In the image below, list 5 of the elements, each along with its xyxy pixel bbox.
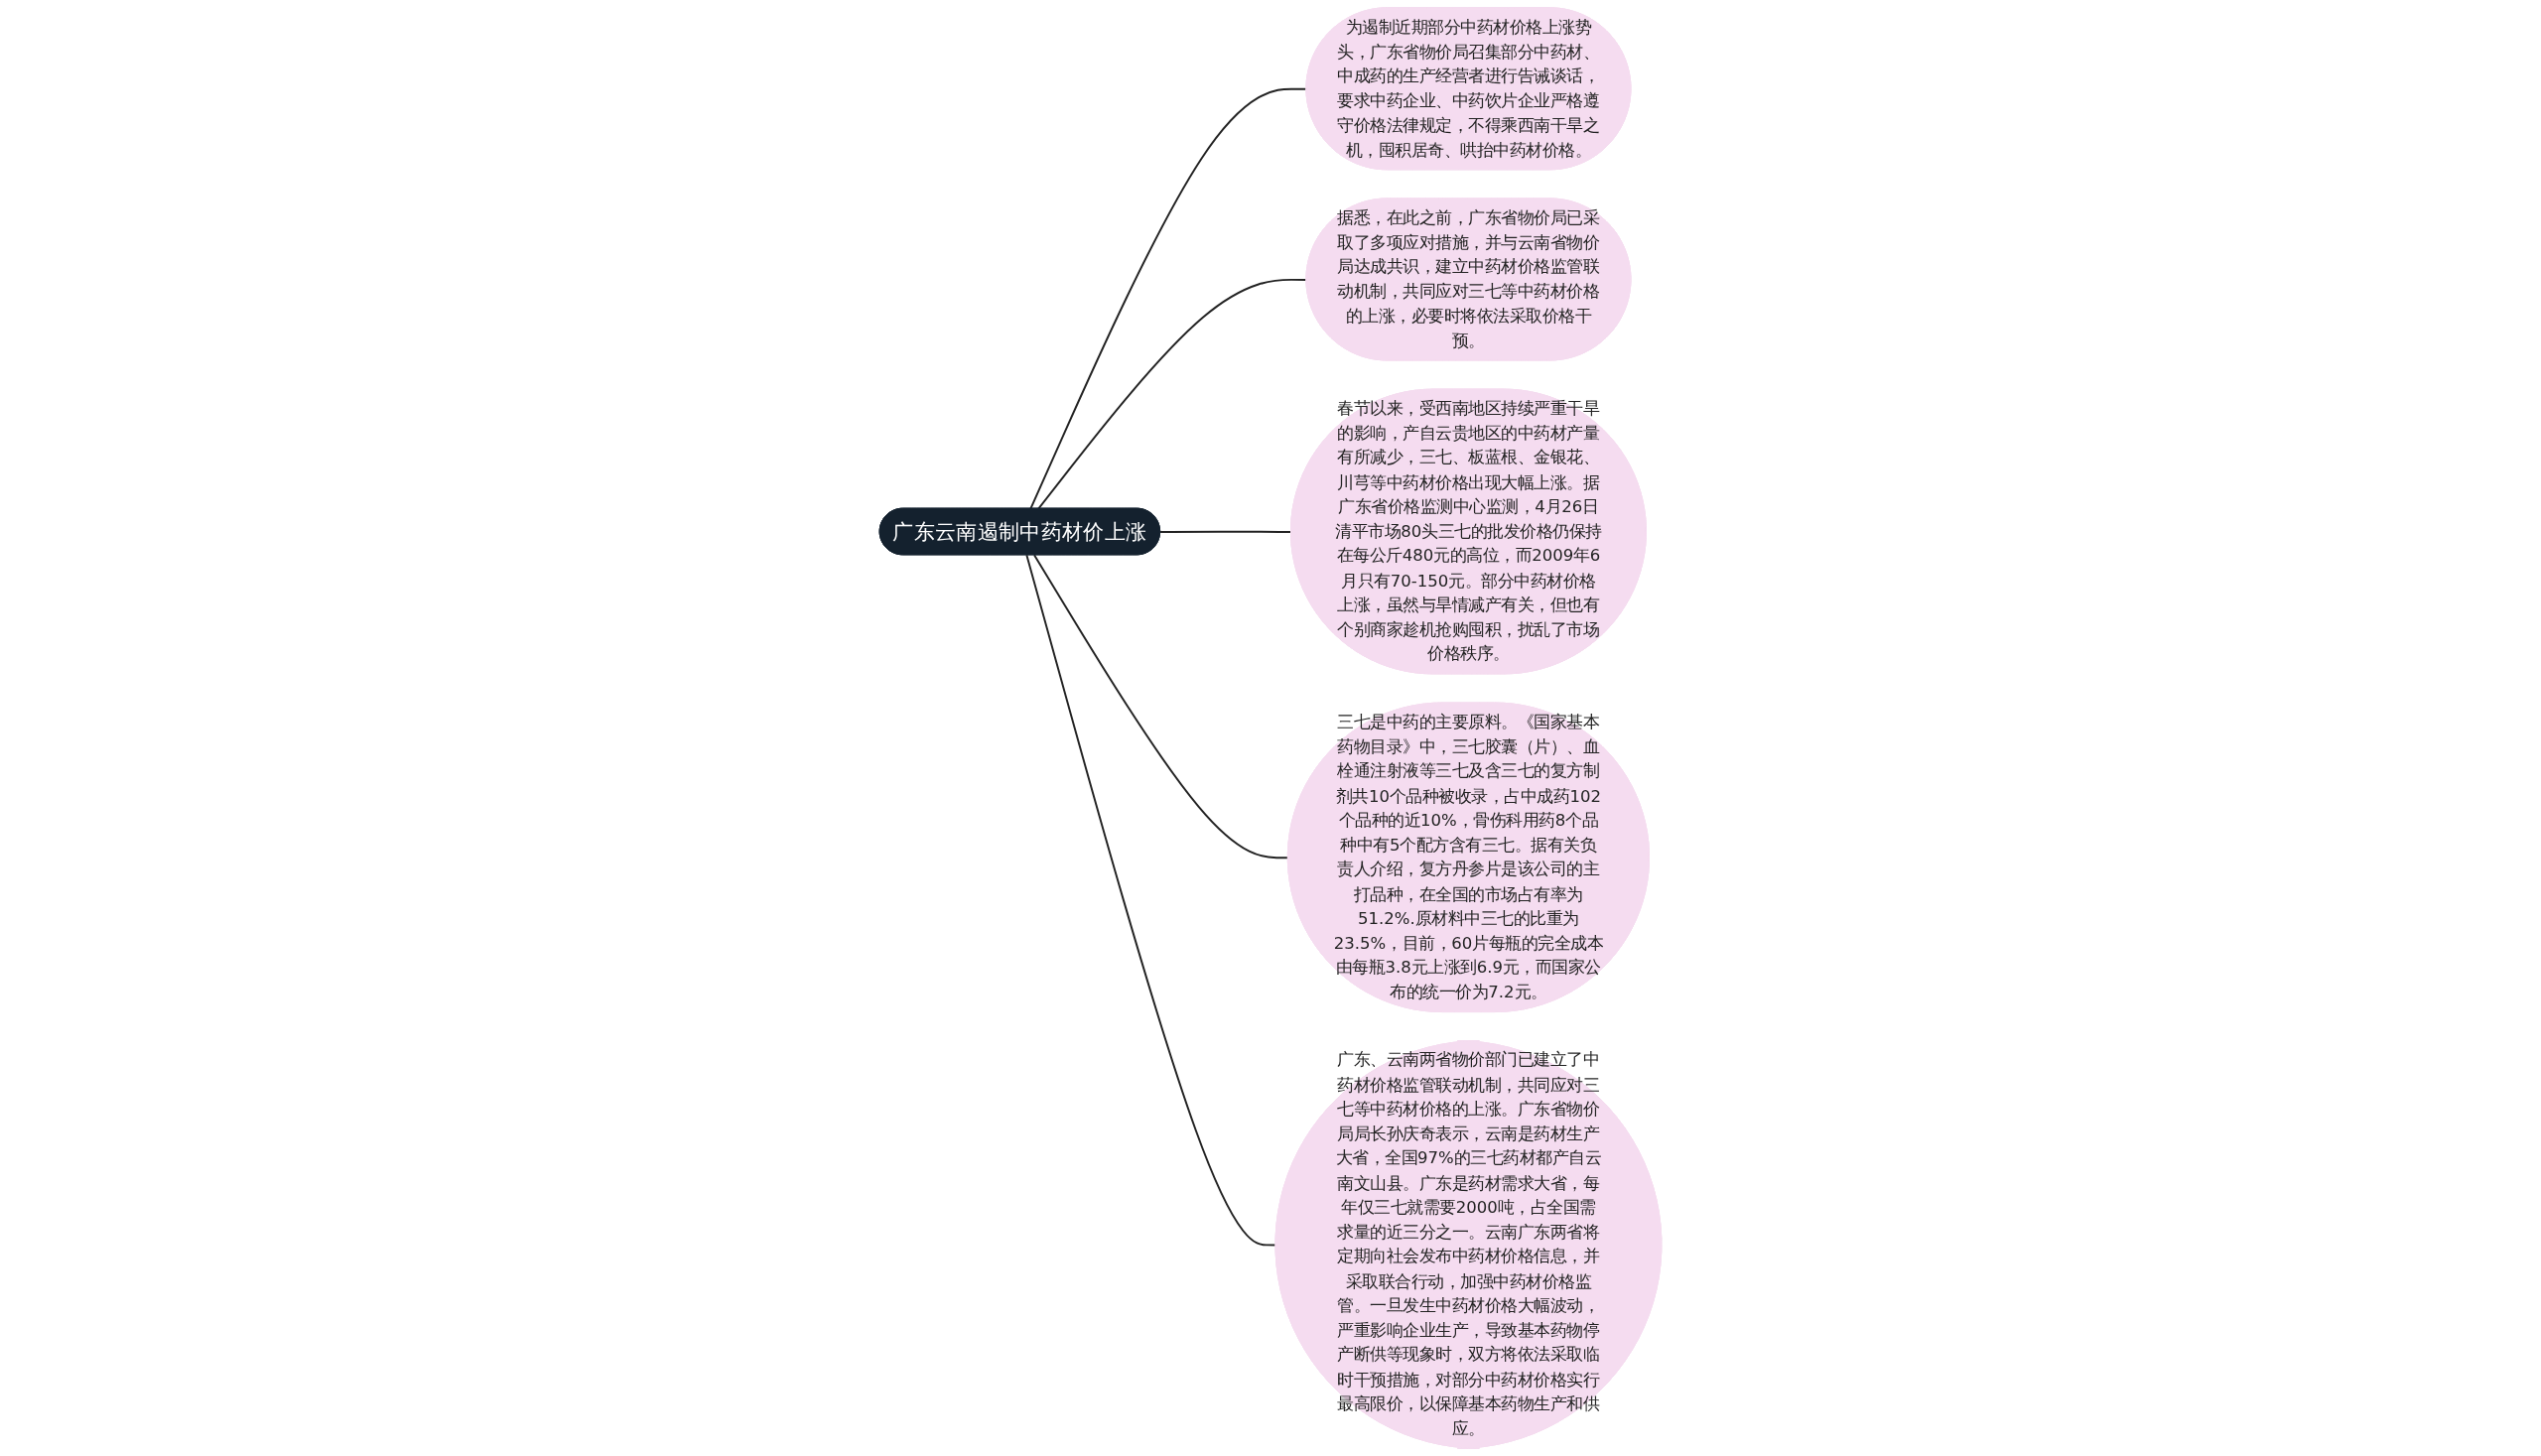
connector (1159, 530, 1292, 533)
connector (1029, 87, 1308, 510)
connector (1037, 278, 1308, 510)
connector (1025, 554, 1277, 1247)
connector (1033, 554, 1289, 860)
